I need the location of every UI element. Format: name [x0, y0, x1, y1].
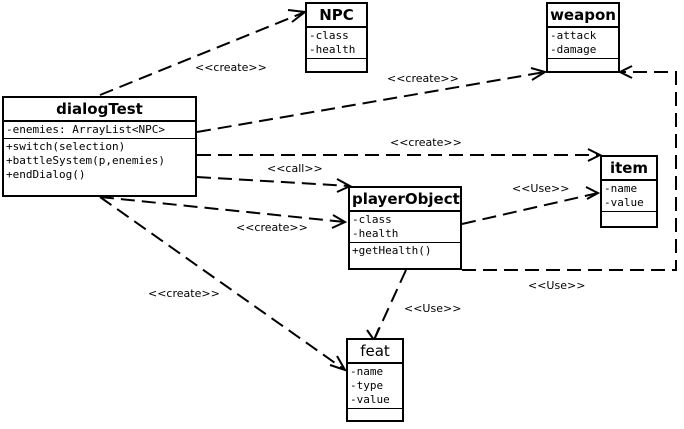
class-npc[interactable]: NPC -class -health	[305, 2, 368, 73]
class-weapon[interactable]: weapon -attack -damage	[546, 2, 620, 73]
create-feat-line	[99, 196, 346, 371]
label-create-weapon: <<create>>	[387, 72, 459, 85]
class-feat-operations	[348, 409, 402, 417]
attribute: -damage	[550, 43, 597, 56]
label-use-feat: <<Use>>	[404, 302, 462, 315]
attribute: -attack	[550, 29, 597, 42]
attribute: -enemies: ArrayList<NPC>	[6, 123, 165, 136]
arrowhead-use-weapon	[617, 65, 633, 79]
create-npc-line	[99, 11, 306, 96]
class-item-operations	[602, 212, 656, 220]
class-weapon-operations	[548, 59, 618, 67]
label-create-npc: <<create>>	[195, 61, 267, 74]
arrowhead-feat	[329, 355, 348, 372]
class-feat-attributes: -name -type -value	[348, 364, 402, 409]
class-dialogtest-operations: +switch(selection) +battleSystem(p,enemi…	[4, 139, 195, 183]
class-playerobject[interactable]: playerObject -class -health +getHealth()	[348, 186, 462, 270]
label-use-item: <<Use>>	[512, 182, 570, 195]
class-playerobject-attributes: -class -health	[350, 212, 460, 243]
attribute: -class	[352, 213, 392, 226]
create-weapon-line	[196, 71, 546, 133]
class-playerobject-name: playerObject	[350, 188, 460, 212]
class-npc-attributes: -class -health	[307, 28, 366, 59]
attribute: -name	[350, 365, 384, 378]
attribute: -value	[604, 196, 644, 209]
label-create-feat: <<create>>	[148, 287, 220, 300]
operation: +battleSystem(p,enemies)	[6, 154, 165, 167]
create-player-line	[99, 196, 346, 223]
class-playerobject-operations: +getHealth()	[350, 243, 460, 259]
class-npc-name: NPC	[307, 4, 366, 28]
arrowhead-item	[587, 148, 603, 162]
label-call-player: <<call>>	[267, 162, 323, 175]
class-weapon-attributes: -attack -damage	[548, 28, 618, 59]
class-feat-name: feat	[348, 340, 402, 364]
attribute: -type	[350, 379, 384, 392]
class-dialogtest-name: dialogTest	[4, 98, 195, 122]
attribute: -value	[350, 393, 390, 406]
arrowhead-weapon	[530, 67, 548, 81]
arrowhead-use-item	[585, 186, 601, 200]
use-weapon-line	[462, 71, 677, 271]
class-item[interactable]: item -name -value	[600, 155, 658, 228]
attribute: -name	[604, 182, 638, 195]
class-dialogtest[interactable]: dialogTest -enemies: ArrayList<NPC> +swi…	[2, 96, 197, 197]
operation: +getHealth()	[352, 244, 432, 257]
operation: +endDialog()	[6, 168, 86, 181]
label-create-player: <<create>>	[236, 221, 308, 234]
class-item-name: item	[602, 157, 656, 181]
label-create-item: <<create>>	[390, 136, 462, 149]
arrowhead-player-create	[331, 214, 348, 229]
class-dialogtest-attributes: -enemies: ArrayList<NPC>	[4, 122, 195, 139]
attribute: -health	[352, 227, 399, 240]
attribute: -class	[309, 29, 349, 42]
use-item-line	[461, 192, 599, 225]
call-player-line	[196, 176, 351, 187]
class-feat[interactable]: feat -name -type -value	[346, 338, 404, 422]
class-weapon-name: weapon	[548, 4, 618, 28]
class-item-attributes: -name -value	[602, 181, 656, 212]
label-use-weapon: <<Use>>	[528, 279, 586, 292]
operation: +switch(selection)	[6, 140, 126, 153]
class-npc-operations	[307, 59, 366, 67]
attribute: -health	[309, 43, 356, 56]
